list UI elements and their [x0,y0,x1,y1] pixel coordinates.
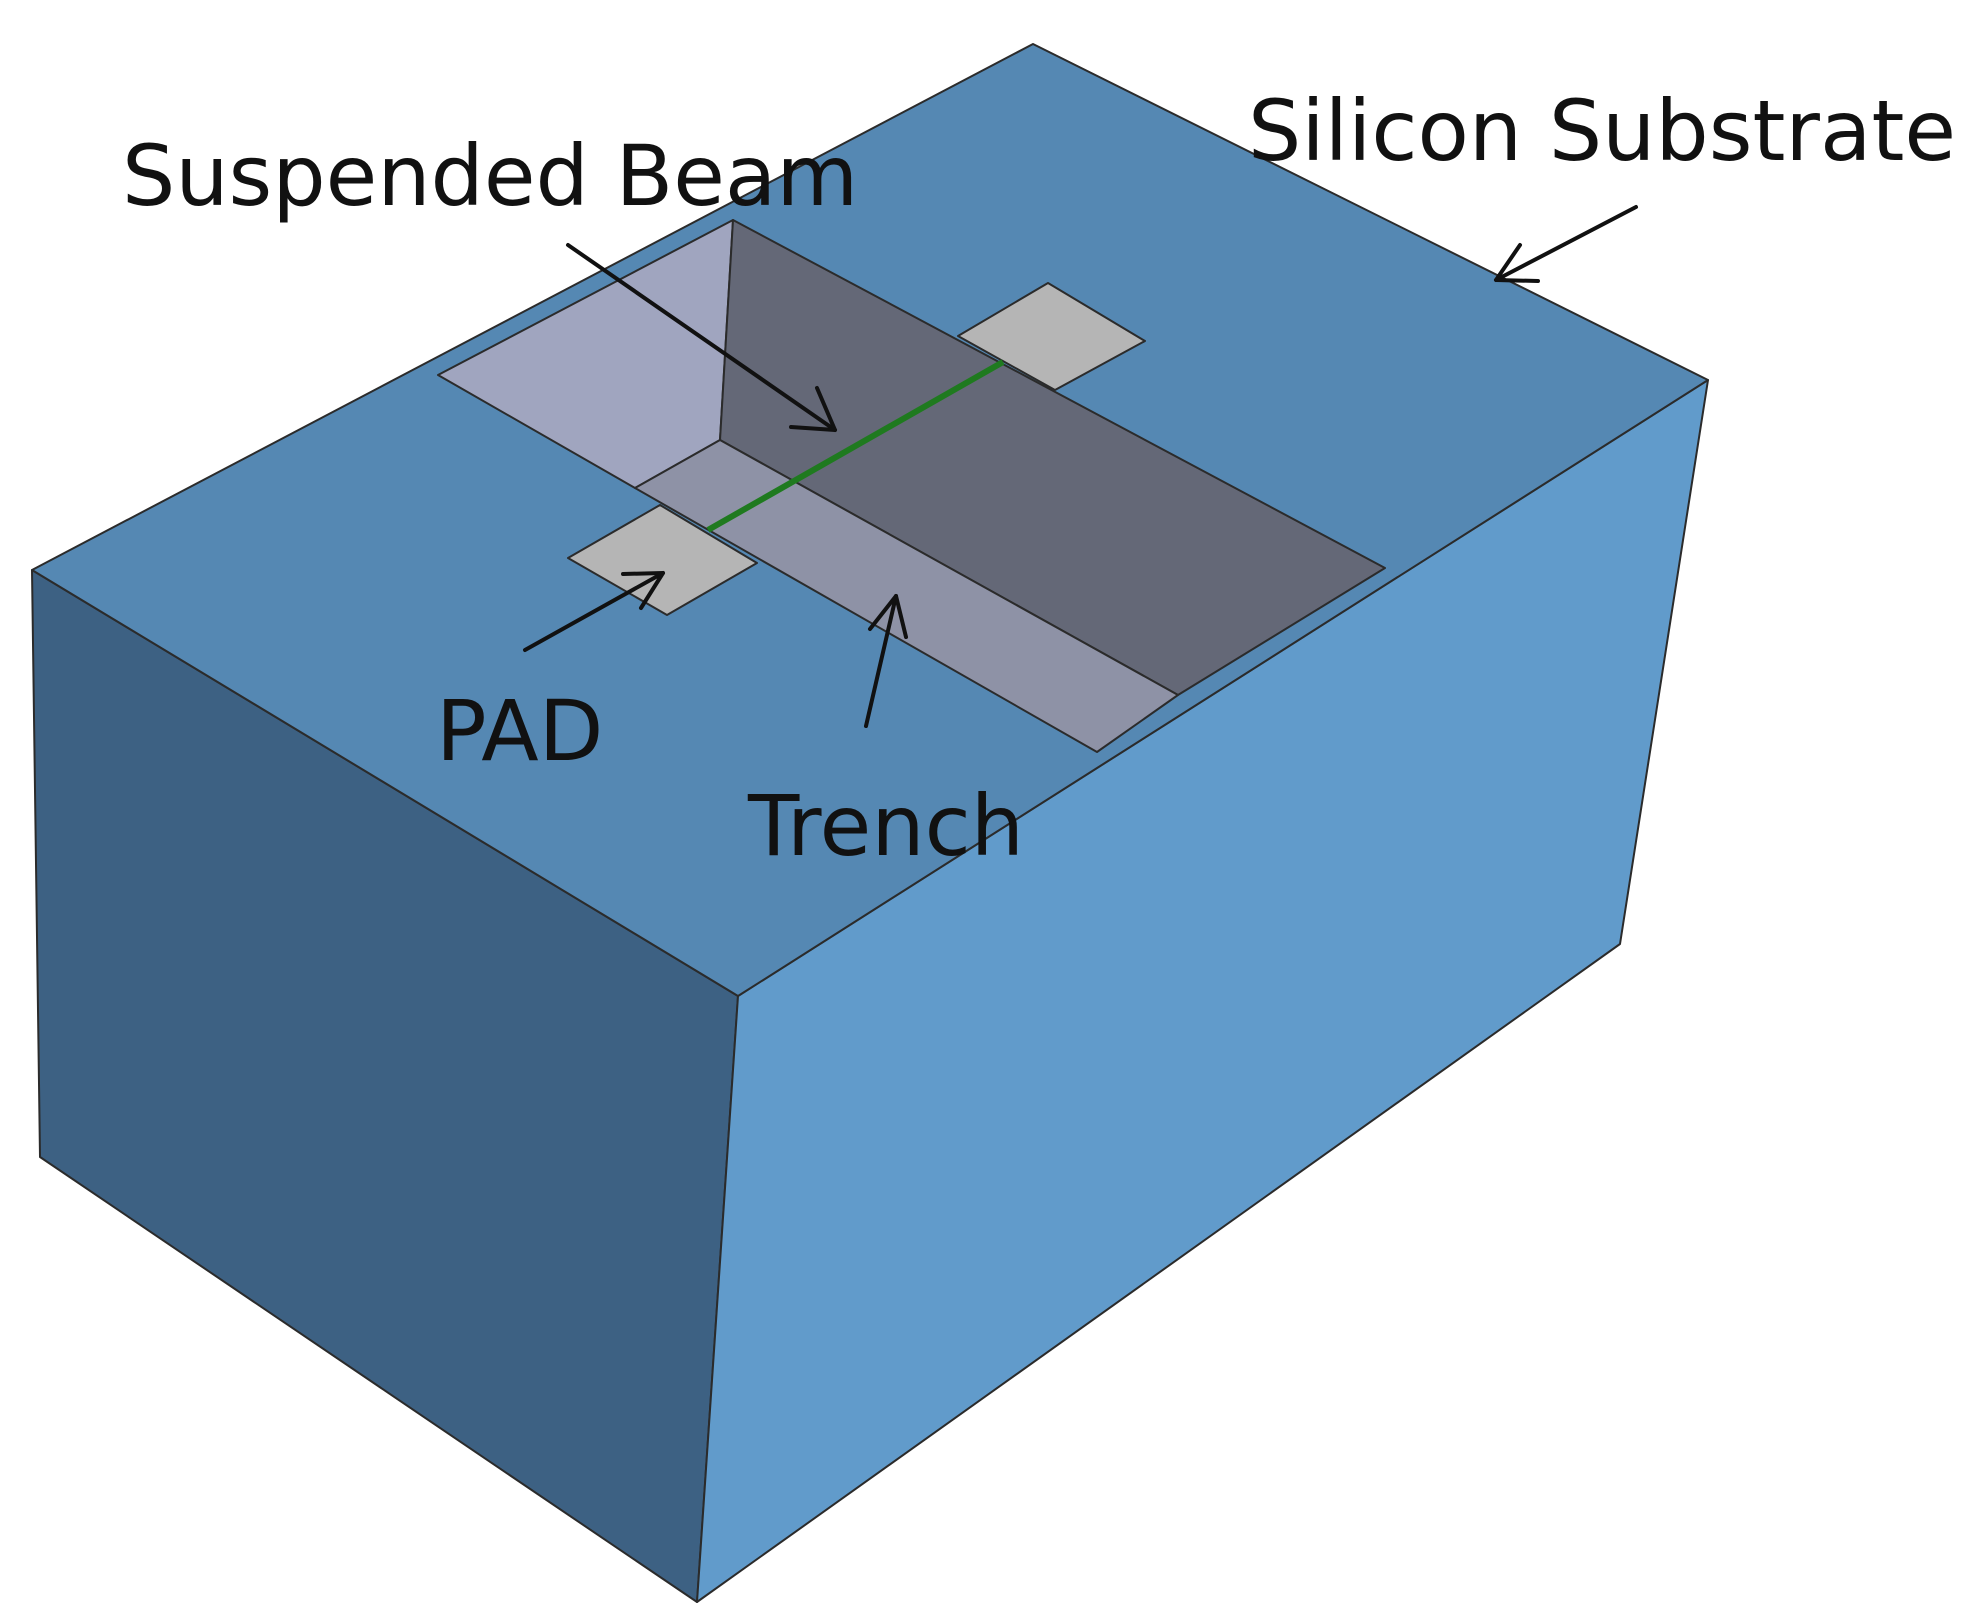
pad-left [567,504,758,616]
label-silicon-substrate: Silicon Substrate [1248,82,1956,180]
suspended-beam [706,359,1005,533]
trench-floor [634,439,1179,753]
arrow-silicon-substrate [1494,205,1638,283]
label-pad: PAD [436,682,603,780]
trench [437,219,1386,753]
arrow-trench [864,594,908,728]
pad-right [957,282,1146,391]
label-trench: Trench [747,777,1024,875]
arrow-suspended-beam [566,243,837,432]
label-suspended-beam: Suspended Beam [122,127,858,225]
arrow-pad [523,571,665,652]
